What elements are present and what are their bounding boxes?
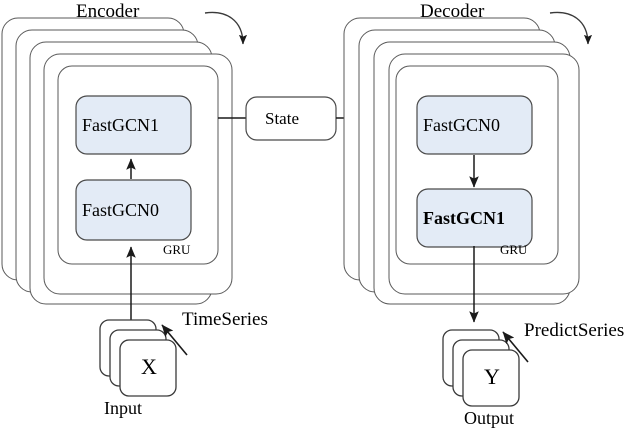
- encoder-fastgcn1-label: FastGCN1: [82, 115, 160, 135]
- encoder-title: Encoder: [76, 1, 140, 22]
- decoder-recurrence-arrow-icon: [549, 11, 593, 45]
- decoder-fastgcn0-box[interactable]: [416, 95, 533, 155]
- output-card-stack[interactable]: [442, 329, 520, 407]
- input-caption: Input: [104, 398, 142, 418]
- state-label: State: [265, 109, 299, 128]
- predictseries-pointer-arrow: [502, 331, 529, 363]
- encoder-fastgcn0-box[interactable]: [75, 179, 192, 241]
- decoder-title: Decoder: [420, 1, 485, 22]
- decoder-stack: [343, 17, 580, 305]
- predictseries-label: PredictSeries: [524, 320, 625, 341]
- encoder-gru-label: GRU: [163, 242, 191, 257]
- decoder-gru-label: GRU: [500, 242, 528, 257]
- output-card-value: Y: [484, 364, 500, 389]
- encoder-stack: [1, 17, 233, 305]
- input-card-front[interactable]: [119, 339, 177, 397]
- input-card-value: X: [141, 354, 157, 379]
- timeseries-label: TimeSeries: [182, 309, 268, 330]
- decoder-fastgcn1-label: FastGCN1: [423, 208, 505, 228]
- encoder-recurrence-arrow-icon: [204, 11, 248, 45]
- input-card-stack[interactable]: [99, 319, 177, 397]
- timeseries-pointer-arrow: [161, 324, 188, 356]
- encoder-fastgcn1-box[interactable]: [75, 95, 192, 155]
- output-caption: Output: [464, 408, 515, 428]
- output-card-front[interactable]: [462, 349, 520, 407]
- encoder-fastgcn0-label: FastGCN0: [82, 200, 160, 220]
- decoder-fastgcn0-label: FastGCN0: [423, 115, 501, 135]
